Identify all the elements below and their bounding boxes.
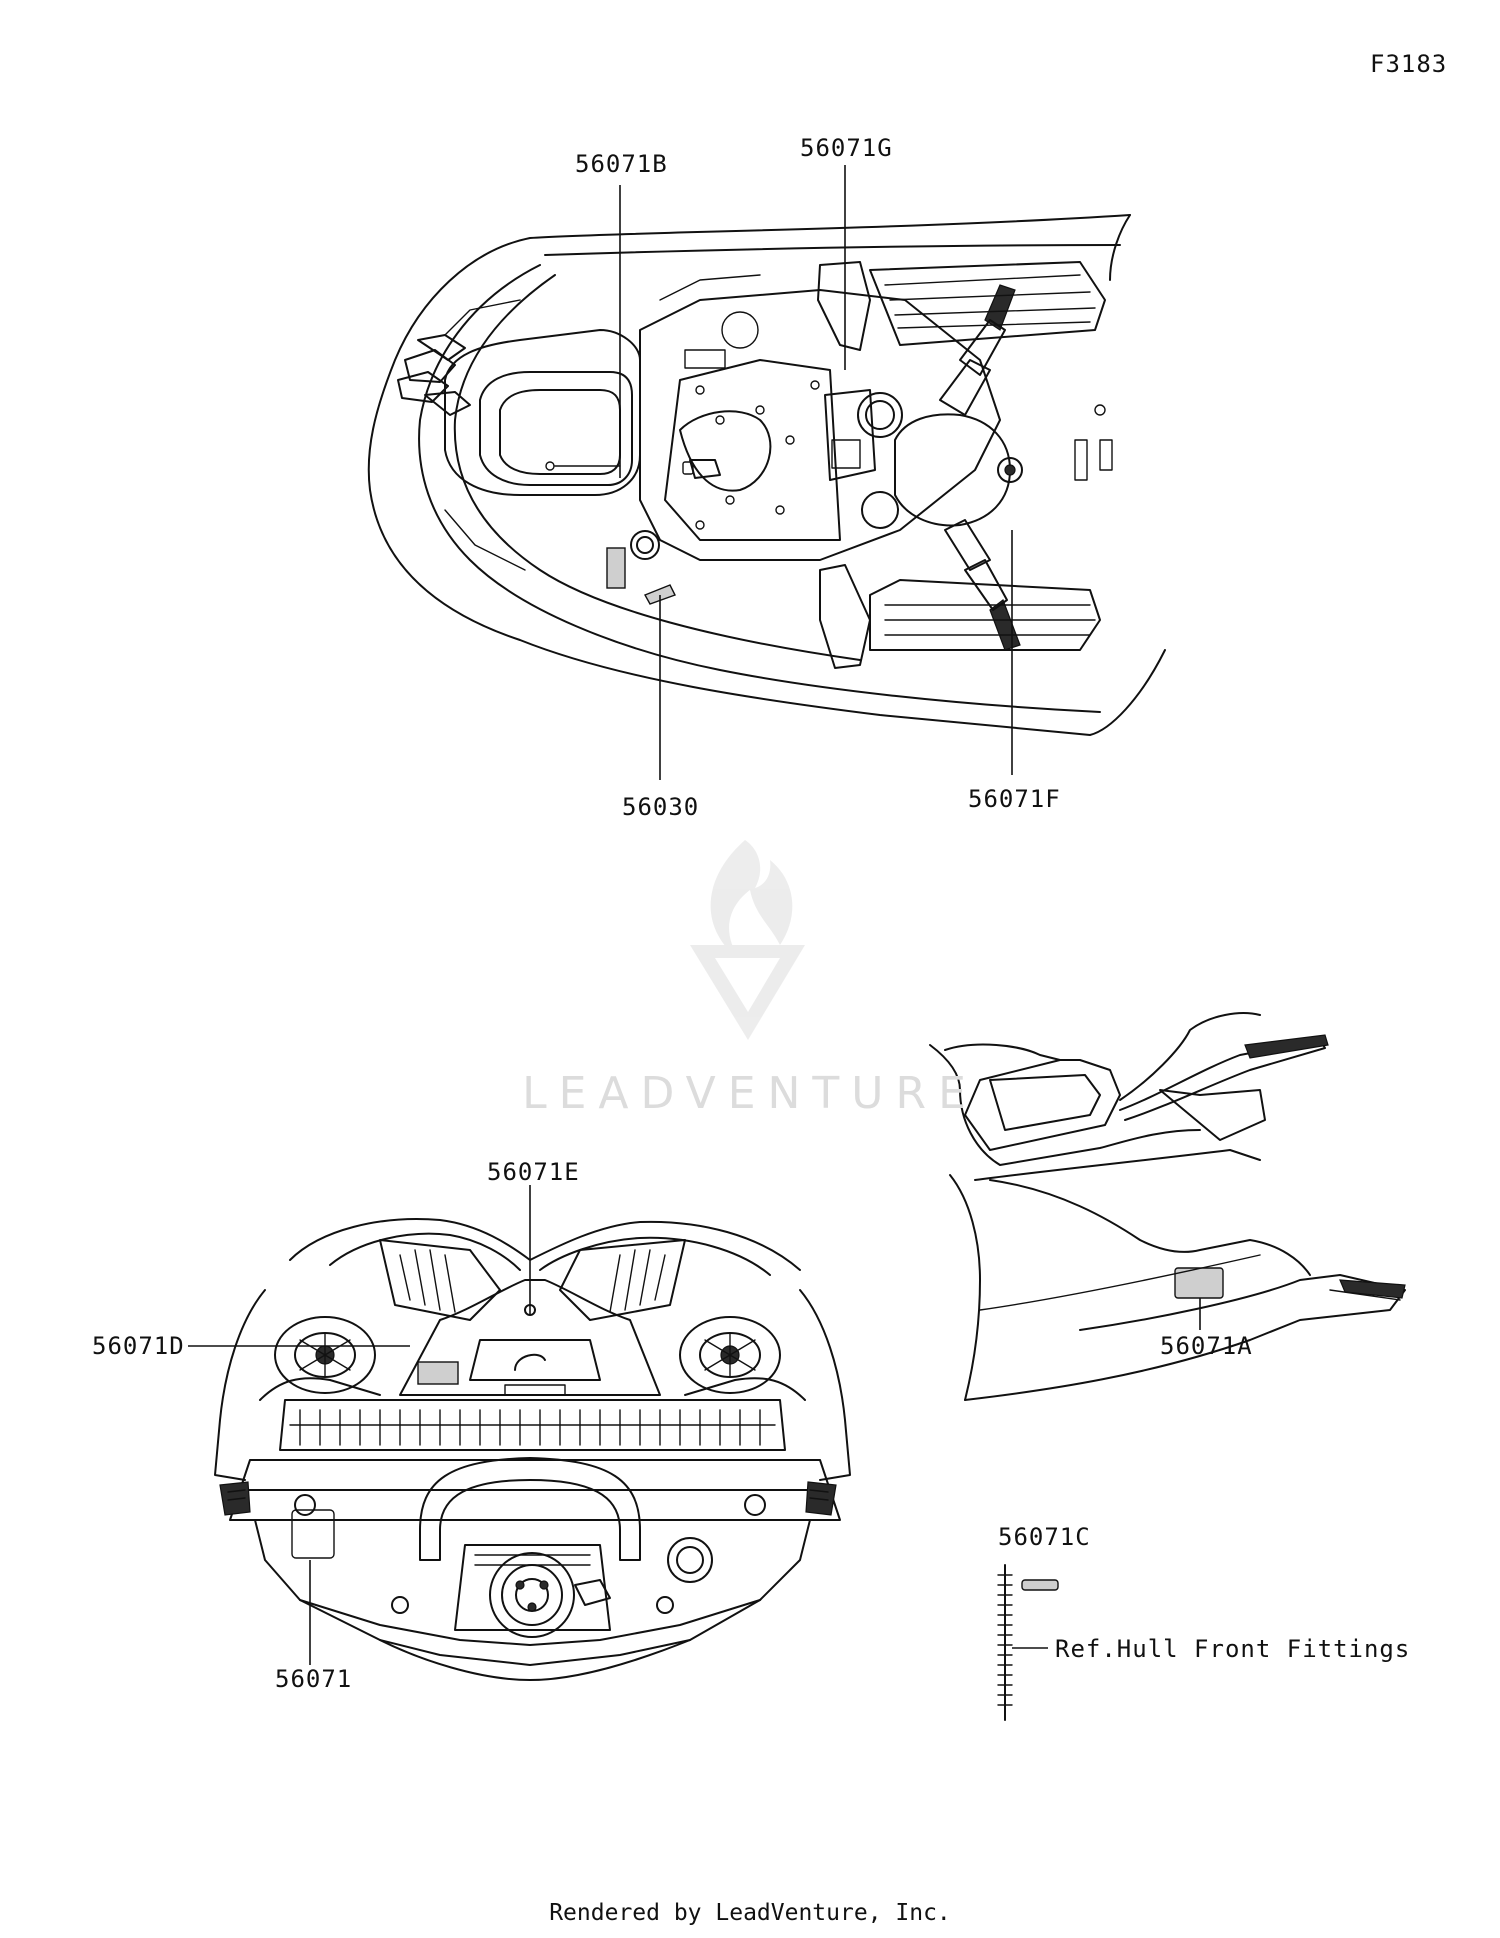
watermark-text: LEADVENTURE — [522, 1068, 978, 1119]
rear-view — [214, 1218, 851, 1681]
callout-56071E[interactable]: 56071E — [487, 1158, 580, 1186]
side-view — [929, 1012, 1406, 1401]
leader-lines — [188, 165, 1201, 1665]
callout-56071C[interactable]: 56071C — [998, 1523, 1091, 1551]
footer-credit: Rendered by LeadVenture, Inc. — [549, 1900, 951, 1926]
callout-56030[interactable]: 56030 — [622, 793, 700, 821]
reference-note[interactable]: Ref.Hull Front Fittings — [1055, 1635, 1411, 1663]
callout-56071G[interactable]: 56071G — [800, 134, 893, 162]
top-view-deck — [367, 214, 1166, 736]
callout-56071A[interactable]: 56071A — [1160, 1332, 1253, 1360]
callout-56071[interactable]: 56071 — [275, 1665, 353, 1693]
callout-56071F[interactable]: 56071F — [968, 785, 1061, 813]
figure-id: F3183 — [1370, 50, 1448, 78]
callout-56071D[interactable]: 56071D — [92, 1332, 185, 1360]
watermark-logo — [690, 840, 805, 1040]
callout-56071B[interactable]: 56071B — [575, 150, 668, 178]
inset-fitting — [997, 1564, 1059, 1721]
